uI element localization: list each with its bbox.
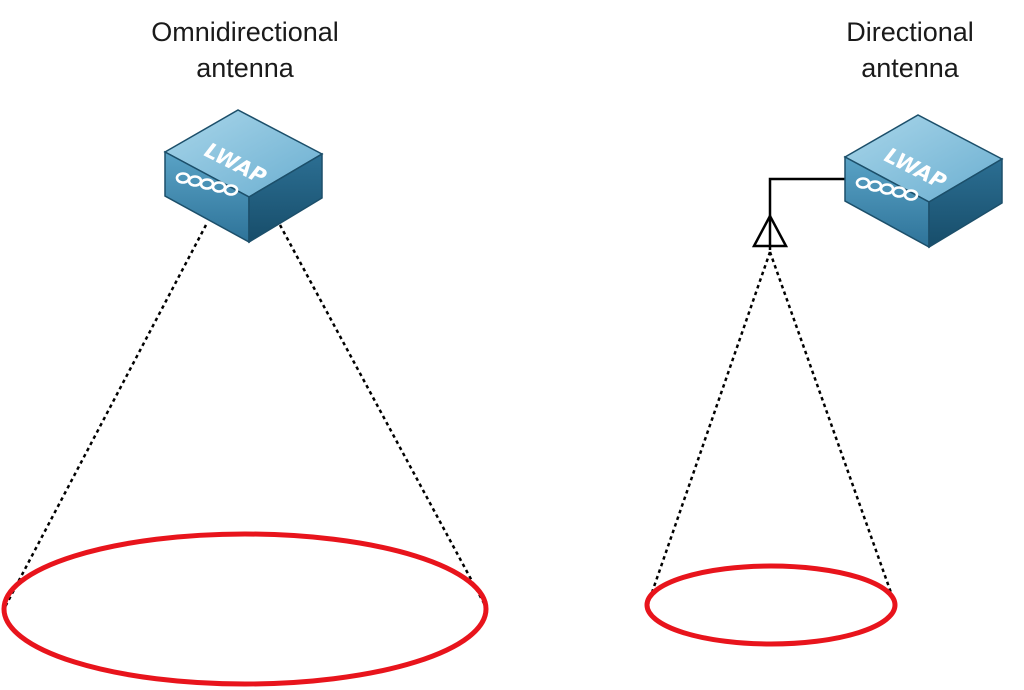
omnidirectional-coverage-area xyxy=(1,531,489,687)
omnidirectional-beam xyxy=(3,224,488,608)
lwap-device-left: LWAP xyxy=(163,108,324,244)
beam-line-left xyxy=(3,224,208,608)
antenna-cable xyxy=(768,177,845,224)
directional-beam-line-right xyxy=(768,251,897,605)
directional-title: Directional antenna xyxy=(800,14,1020,86)
directional-beam-line-left xyxy=(646,251,772,605)
omnidirectional-title: Omnidirectional antenna xyxy=(95,14,395,86)
omnidirectional-title-line1: Omnidirectional xyxy=(151,17,339,47)
directional-title-line1: Directional xyxy=(846,17,974,47)
directional-coverage-area xyxy=(644,563,898,647)
directional-beam xyxy=(646,251,897,605)
lwap-device-right: LWAP xyxy=(843,113,1004,249)
beam-line-right xyxy=(278,224,488,608)
directional-title-line2: antenna xyxy=(861,53,959,83)
omnidirectional-title-line2: antenna xyxy=(196,53,294,83)
